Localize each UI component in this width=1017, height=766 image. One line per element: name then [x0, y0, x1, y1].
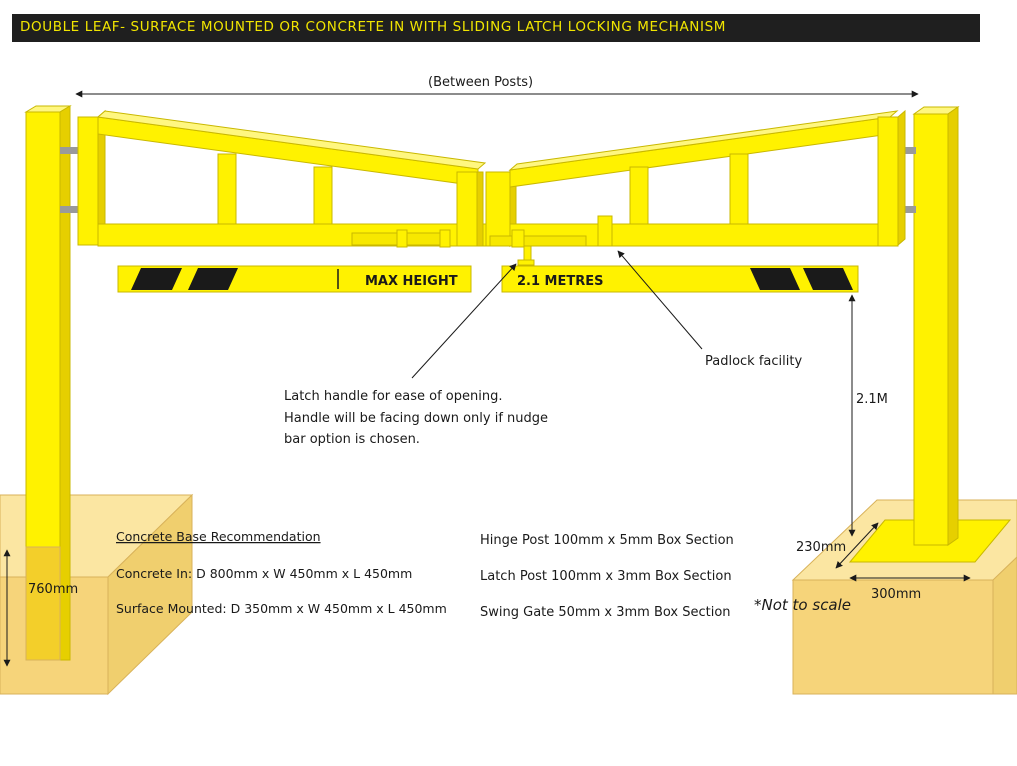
left-gate-leaf	[77, 109, 491, 248]
right-gate-leaf	[485, 109, 906, 266]
hinge-post-spec: Hinge Post 100mm x 5mm Box Section	[480, 533, 734, 548]
title-bar: DOUBLE LEAF- SURFACE MOUNTED OR CONCRETE…	[12, 14, 980, 42]
diagram-title: DOUBLE LEAF- SURFACE MOUNTED OR CONCRETE…	[20, 19, 726, 35]
not-to-scale-note: *Not to scale	[754, 596, 851, 614]
surface-mounted-spec: Surface Mounted: D 350mm x W 450mm x L 4…	[116, 601, 447, 616]
swing-gate-spec: Swing Gate 50mm x 3mm Box Section	[480, 605, 731, 620]
latch-callout-line3: bar option is chosen.	[284, 432, 420, 447]
latch-callout-line1: Latch handle for ease of opening.	[284, 389, 502, 404]
base-width-label: 300mm	[871, 587, 921, 602]
max-height-sign: MAX HEIGHT 2.1 METRES	[117, 265, 859, 293]
latch-callout-line2: Handle will be facing down only if nudge	[284, 411, 548, 426]
embed-depth-label: 760mm	[28, 582, 78, 597]
sign-left-text: MAX HEIGHT	[365, 274, 458, 289]
concrete-base-heading: Concrete Base Recommendation	[116, 529, 321, 544]
clearance-label: 2.1M	[856, 392, 888, 407]
padlock-callout: Padlock facility	[705, 354, 802, 369]
sign-right-text: 2.1 METRES	[517, 274, 604, 289]
right-latch-post	[912, 106, 960, 546]
dimension-lines	[3, 90, 971, 667]
base-depth-label: 230mm	[796, 540, 846, 555]
left-hinge-post	[24, 105, 72, 661]
latch-post-spec: Latch Post 100mm x 3mm Box Section	[480, 569, 732, 584]
between-posts-label: (Between Posts)	[428, 75, 533, 90]
hinges	[60, 147, 916, 213]
concrete-in-spec: Concrete In: D 800mm x W 450mm x L 450mm	[116, 566, 412, 581]
